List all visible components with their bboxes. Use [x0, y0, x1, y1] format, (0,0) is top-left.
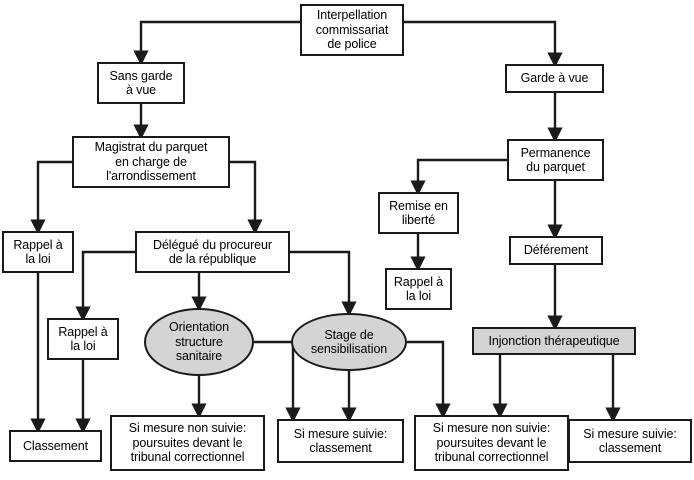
node-sans-garde-a-vue[interactable]: Sans garde à vue	[97, 62, 185, 104]
node-classement[interactable]: Classement	[9, 430, 102, 462]
node-label-rappel-a-la-loi-delegue: Rappel à la loi	[58, 324, 108, 354]
connector-interpellation-to-garde-a-vue	[404, 20, 563, 68]
node-remise-en-liberte[interactable]: Remise en liberté	[378, 192, 459, 234]
node-si-mesure-non-suivie-2[interactable]: Si mesure non suivie: poursuites devant …	[414, 415, 569, 471]
node-label-classement: Classement	[23, 438, 88, 453]
node-label-rappel-a-la-loi-remise: Rappel à la loi	[393, 274, 444, 304]
connector-orientation-to-suivie	[254, 340, 301, 423]
node-label-si-mesure-suivie-1: Si mesure suivie: classement	[293, 426, 388, 456]
node-label-stage-de-sensibilisation: Stage de sensibilisation	[310, 327, 388, 357]
node-interpellation[interactable]: Interpellation commissariat de police	[300, 4, 404, 56]
node-label-si-mesure-non-suivie-1: Si mesure non suivie: poursuites devant …	[128, 421, 247, 465]
node-label-remise-en-liberte: Remise en liberté	[389, 198, 448, 228]
node-garde-a-vue[interactable]: Garde à vue	[505, 64, 604, 93]
node-magistrat-du-parquet[interactable]: Magistrat du parquet en charge de l'arro…	[72, 136, 230, 188]
node-si-mesure-non-suivie-1[interactable]: Si mesure non suivie: poursuites devant …	[110, 415, 265, 471]
node-label-orientation-structure-sanitaire: Orientation structure sanitaire	[168, 320, 230, 364]
node-label-magistrat-du-parquet: Magistrat du parquet en charge de l'arro…	[94, 140, 208, 184]
connector-magistrat-to-rappel-gauche	[30, 160, 72, 235]
node-stage-de-sensibilisation[interactable]: Stage de sensibilisation	[291, 313, 407, 371]
node-si-mesure-suivie-2[interactable]: Si mesure suivie: classement	[568, 419, 692, 463]
node-label-injonction-therapeutique: Injonction thérapeutique	[488, 333, 620, 348]
connector-delegue-to-rappel-delegue	[75, 250, 135, 322]
node-deferement[interactable]: Déférement	[509, 236, 603, 265]
connector-permanence-to-remise	[410, 158, 507, 196]
node-label-permanence-du-parquet: Permanence du parquet	[520, 145, 591, 175]
connector-stage-to-suivie	[407, 340, 451, 419]
node-injonction-therapeutique[interactable]: Injonction thérapeutique	[472, 327, 636, 355]
node-orientation-structure-sanitaire[interactable]: Orientation structure sanitaire	[144, 308, 254, 376]
connector-magistrat-to-delegue	[230, 160, 263, 235]
node-rappel-a-la-loi-delegue[interactable]: Rappel à la loi	[47, 318, 119, 360]
node-label-delegue-du-procureur: Délégué du procureur de la république	[153, 237, 272, 267]
node-label-garde-a-vue: Garde à vue	[520, 71, 589, 86]
node-rappel-a-la-loi-gauche[interactable]: Rappel à la loi	[2, 231, 74, 273]
node-label-si-mesure-suivie-2: Si mesure suivie: classement	[583, 426, 677, 456]
node-si-mesure-suivie-1[interactable]: Si mesure suivie: classement	[277, 419, 404, 463]
node-rappel-a-la-loi-remise[interactable]: Rappel à la loi	[385, 268, 452, 310]
node-label-interpellation: Interpellation commissariat de police	[315, 8, 389, 52]
node-delegue-du-procureur[interactable]: Délégué du procureur de la république	[135, 231, 290, 273]
connector-delegue-to-stage	[290, 250, 357, 317]
node-label-deferement: Déférement	[523, 243, 589, 258]
node-label-sans-garde-a-vue: Sans garde à vue	[109, 68, 173, 98]
node-label-si-mesure-non-suivie-2: Si mesure non suivie: poursuites devant …	[432, 421, 551, 465]
node-permanence-du-parquet[interactable]: Permanence du parquet	[507, 139, 604, 181]
connector-interpellation-to-sans-garde	[133, 20, 300, 66]
node-label-rappel-a-la-loi-gauche: Rappel à la loi	[13, 237, 63, 267]
